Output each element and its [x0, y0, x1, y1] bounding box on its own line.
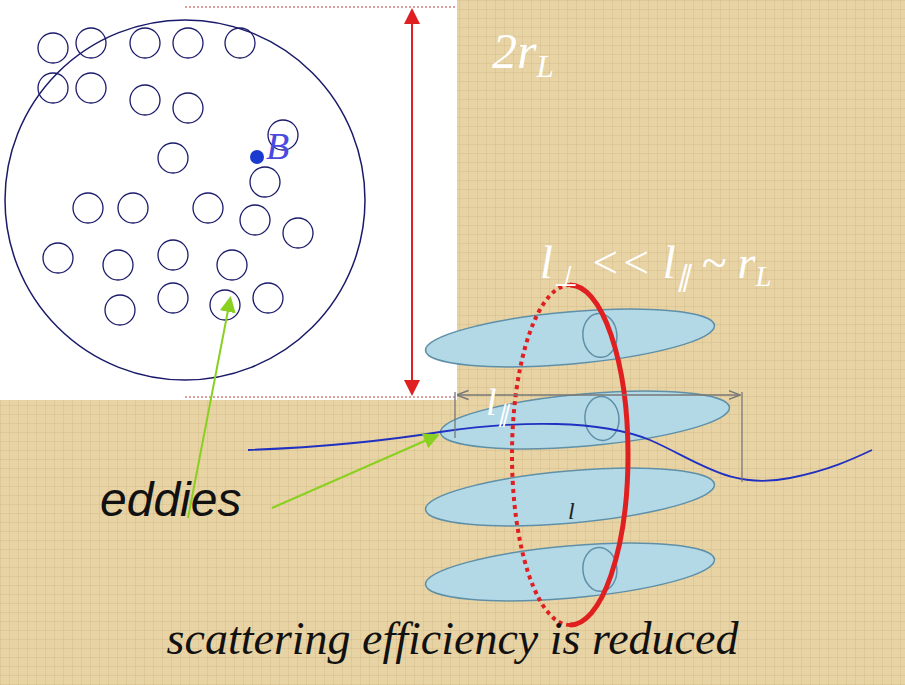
- field-line: [248, 424, 872, 481]
- dimension-label: 2r: [492, 22, 536, 80]
- field-label: B: [266, 124, 289, 168]
- dim-line: [185, 7, 455, 8]
- subscript: ⊥: [553, 260, 578, 293]
- dim-tick: [741, 392, 742, 482]
- caption: scattering efficiency is reduced: [167, 612, 739, 665]
- dim-arrow: [458, 394, 600, 396]
- dim-tick: [454, 392, 455, 438]
- flux-tube-circle: [5, 20, 365, 380]
- dimension-label: l: [568, 498, 575, 525]
- callout-label: eddies: [100, 472, 241, 527]
- label-group: l: [568, 498, 575, 525]
- subscript: ∥: [676, 260, 690, 293]
- elongated-eddies: [423, 299, 731, 610]
- subscript: L: [755, 261, 771, 293]
- dim-arrow: [600, 394, 739, 396]
- label-group: 2rL: [492, 22, 554, 80]
- scale-label: << l: [578, 236, 676, 289]
- leader-arrow: [272, 436, 436, 508]
- label-group: eddies: [100, 472, 241, 527]
- white-panel: [0, 0, 457, 400]
- dim-arrow: [411, 200, 413, 394]
- label-group: l⊥ << l∥ ~ rL: [540, 236, 771, 289]
- dim-arrow: [411, 10, 413, 200]
- label-group: B: [266, 124, 289, 168]
- subscript: ∥: [497, 400, 509, 428]
- label-group: l∥: [486, 380, 509, 424]
- dimension-label: l: [486, 380, 497, 424]
- dim-line: [185, 397, 455, 398]
- eddy-circles: [38, 28, 313, 325]
- gyro-orbit: [570, 285, 628, 625]
- scale-label: ~ r: [690, 236, 756, 289]
- field-dot: [250, 150, 264, 164]
- subscript: L: [536, 49, 553, 85]
- scale-label: l: [540, 236, 553, 289]
- gyro-orbit-back: [512, 285, 570, 625]
